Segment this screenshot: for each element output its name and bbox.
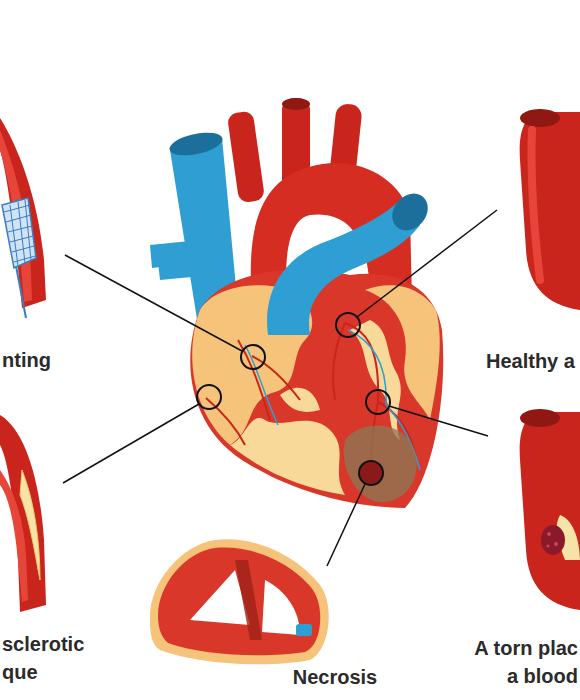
- healthy-artery-label: Healthy a: [486, 347, 578, 375]
- healthy-artery: [520, 109, 580, 310]
- necrosis-label: Necrosis: [250, 663, 420, 691]
- heart-cross-section: [150, 539, 329, 664]
- stenting-label: nting: [2, 346, 92, 374]
- plaque-vessel: [0, 415, 46, 612]
- heart: [150, 98, 443, 508]
- plaque-label: sclerotic que: [2, 630, 98, 686]
- torn-plaque-vessel: [520, 409, 580, 610]
- leader-lines: [63, 210, 497, 566]
- torn-plaque-label: A torn plac a blood: [462, 634, 578, 690]
- stent-vessel: [0, 118, 46, 318]
